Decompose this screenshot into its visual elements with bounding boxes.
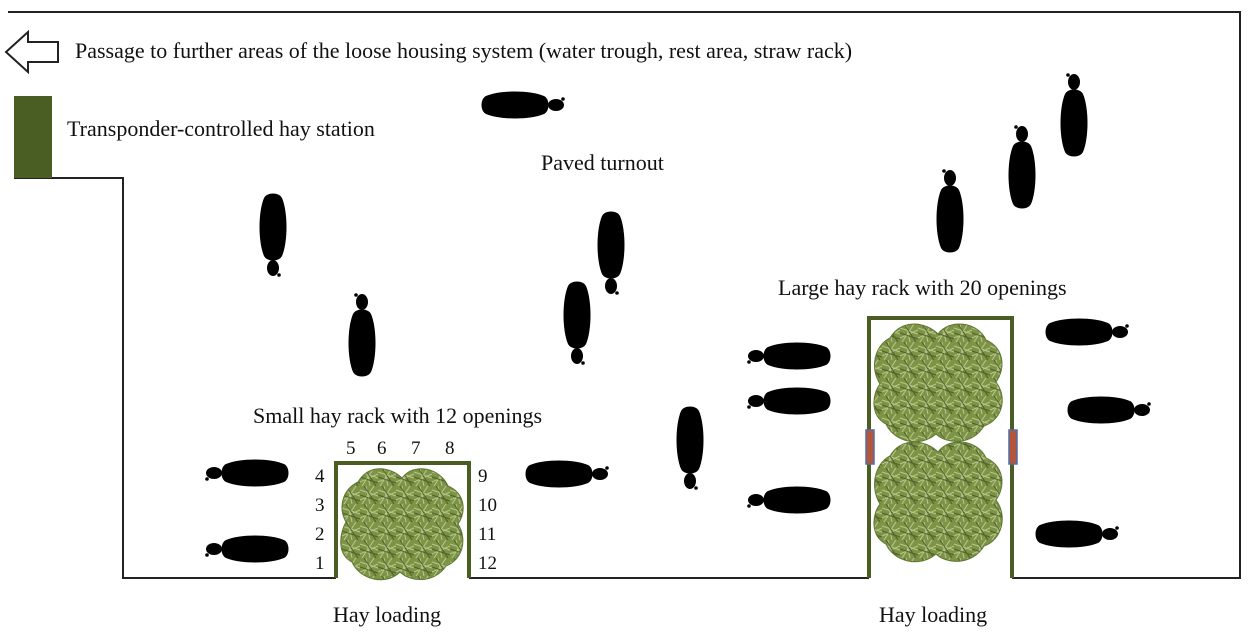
gate-marker-right[interactable] bbox=[1008, 429, 1018, 465]
large-rack-hay-bale-top bbox=[873, 323, 1003, 443]
passage-label: Passage to further areas of the loose ho… bbox=[75, 38, 852, 63]
opening-number: 4 bbox=[315, 466, 325, 487]
horse-icon bbox=[563, 266, 591, 365]
hay-station-legend-swatch bbox=[14, 96, 52, 178]
horse-icon bbox=[510, 460, 609, 488]
large-rack-hay-bale-bottom bbox=[873, 441, 1003, 563]
horse-icon bbox=[205, 535, 304, 563]
horse-icon bbox=[747, 387, 846, 415]
horse-icon bbox=[348, 293, 376, 392]
horse-icon bbox=[205, 459, 304, 487]
opening-number: 6 bbox=[377, 438, 387, 459]
passage-arrow-icon[interactable] bbox=[4, 29, 59, 75]
horse-icon bbox=[676, 391, 704, 490]
horse-icon bbox=[747, 342, 846, 370]
horse-icon bbox=[259, 178, 287, 277]
horse-icon bbox=[1020, 520, 1119, 548]
horse-icon bbox=[1052, 396, 1151, 424]
horse-icon bbox=[1008, 125, 1036, 224]
small-rack-opening-numbers: 5 6 7 8 4 3 2 1 9 10 11 12 bbox=[315, 438, 497, 574]
opening-number: 1 bbox=[315, 553, 325, 574]
small-rack-title: Small hay rack with 12 openings bbox=[253, 403, 542, 428]
small-hay-rack[interactable] bbox=[334, 461, 471, 581]
horse-icon bbox=[1030, 318, 1129, 346]
horse-icon bbox=[597, 196, 625, 295]
gate-marker-left[interactable] bbox=[865, 429, 875, 465]
opening-number: 5 bbox=[346, 438, 356, 459]
opening-number: 10 bbox=[478, 495, 497, 516]
horse-icon bbox=[747, 486, 846, 514]
hay-loading-left-label: Hay loading bbox=[333, 602, 441, 627]
opening-number: 9 bbox=[478, 466, 488, 487]
horse-icon bbox=[1060, 73, 1088, 172]
opening-number: 3 bbox=[315, 495, 325, 516]
large-rack-title: Large hay rack with 20 openings bbox=[778, 275, 1067, 300]
small-rack-hay-bale bbox=[340, 468, 464, 581]
opening-number: 11 bbox=[478, 524, 496, 545]
opening-number: 2 bbox=[315, 524, 325, 545]
horse-icon bbox=[936, 169, 964, 268]
large-hay-rack[interactable] bbox=[865, 316, 1018, 578]
opening-number: 8 bbox=[445, 438, 455, 459]
enclosure-outline bbox=[8, 11, 1241, 579]
opening-number: 7 bbox=[411, 438, 421, 459]
hay-station-legend-label: Transponder-controlled hay station bbox=[67, 116, 375, 141]
paved-turnout-label: Paved turnout bbox=[541, 150, 664, 175]
hay-loading-right-label: Hay loading bbox=[879, 602, 987, 627]
opening-number: 12 bbox=[478, 553, 497, 574]
horse-icon bbox=[466, 91, 565, 119]
